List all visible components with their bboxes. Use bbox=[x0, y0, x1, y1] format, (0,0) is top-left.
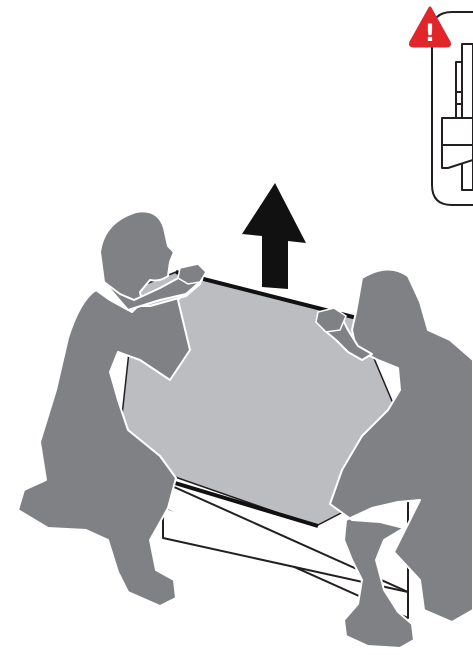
lift-up-arrow-icon bbox=[242, 183, 306, 289]
warning-symbol: ! bbox=[425, 19, 436, 47]
